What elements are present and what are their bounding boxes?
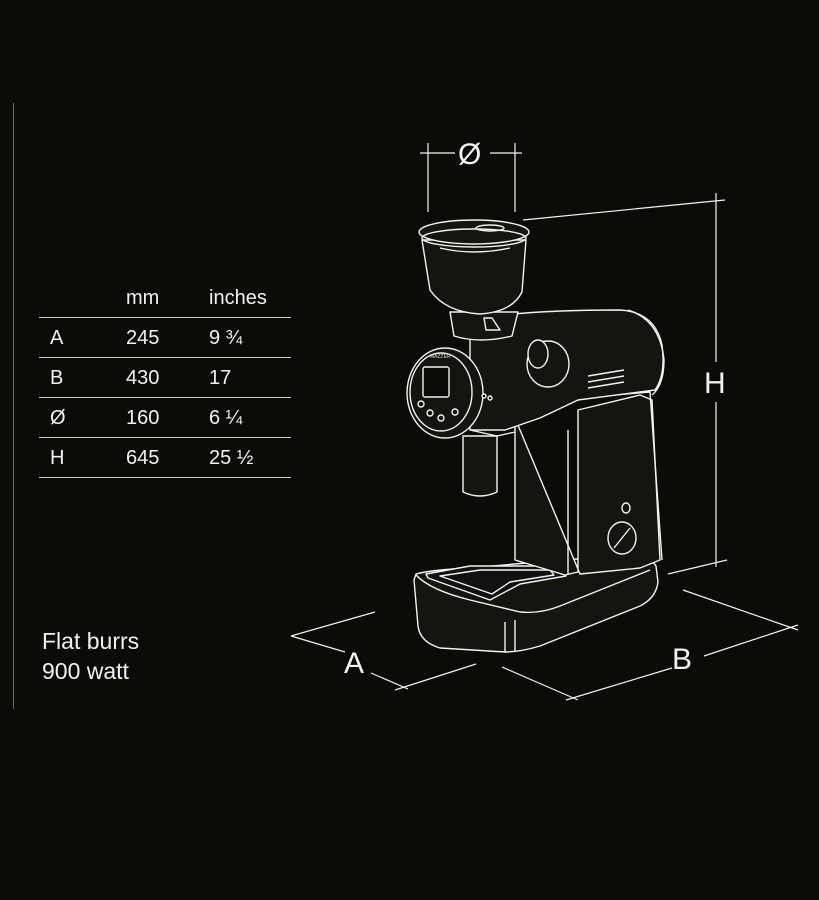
row-label: A (50, 327, 64, 349)
row-inches: 6 ¼ (209, 407, 243, 429)
dimension-lines (290, 143, 799, 701)
grinder-outline (406, 219, 665, 653)
row-label: B (50, 367, 64, 389)
table-header-row: mm inches (39, 283, 291, 317)
dimensions-table: mm inches A 245 9 ¾ B 430 17 Ø 160 6 ¼ H… (39, 283, 291, 478)
table-row: B 430 17 (39, 357, 291, 397)
row-mm: 160 (126, 407, 160, 429)
row-inches: 9 ¾ (209, 327, 243, 349)
table-row: Ø 160 6 ¼ (39, 397, 291, 437)
table-row: A 245 9 ¾ (39, 317, 291, 357)
row-inches: 25 ½ (209, 447, 254, 469)
row-inches: 17 (209, 367, 232, 389)
diameter-label: Ø (458, 138, 481, 171)
grinder-column (514, 394, 661, 576)
height-label: H (704, 367, 726, 400)
left-divider (13, 103, 14, 709)
row-mm: 645 (126, 447, 160, 469)
display-screen (422, 366, 450, 398)
row-label: H (50, 447, 65, 469)
bean-hopper (421, 239, 527, 315)
header-mm: mm (126, 287, 160, 309)
depth-label: A (344, 647, 364, 680)
table-row: H 645 25 ½ (39, 437, 291, 478)
row-label: Ø (50, 407, 66, 429)
drip-tray (425, 565, 567, 601)
grinder-spout (462, 435, 498, 497)
row-mm: 245 (126, 327, 160, 349)
spec-notes: Flat burrs 900 watt (42, 626, 139, 686)
row-mm: 430 (126, 367, 160, 389)
header-inches: inches (209, 287, 267, 309)
note-burrs: Flat burrs (42, 628, 140, 654)
width-label: B (672, 643, 692, 676)
note-power: 900 watt (42, 658, 129, 684)
brand-mark: MAZZER (430, 354, 451, 360)
